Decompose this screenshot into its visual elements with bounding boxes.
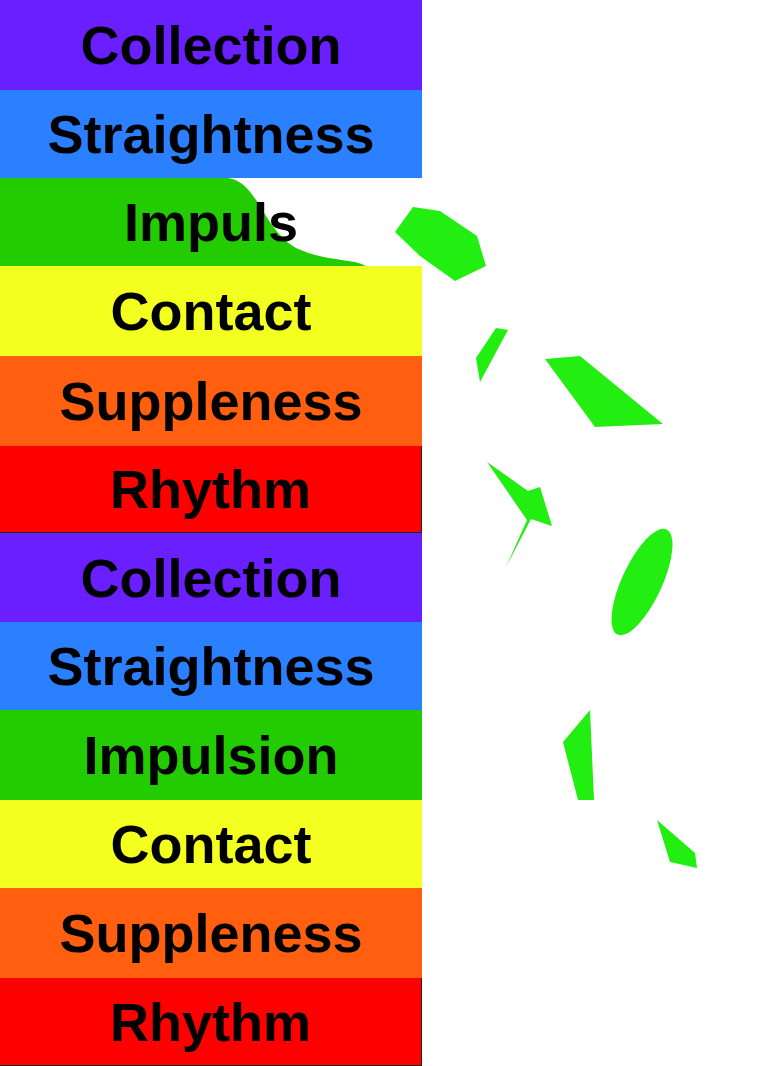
band-label: Suppleness: [59, 906, 362, 960]
band-label: Straightness: [47, 107, 374, 161]
band-label: Impuls: [124, 195, 298, 249]
band-label: Collection: [80, 551, 341, 605]
fragment: [476, 328, 508, 382]
band-label: Impulsion: [84, 728, 339, 782]
color-band: Straightness: [0, 90, 422, 178]
bite-gap: [228, 178, 423, 266]
color-band: Rhythm: [0, 446, 422, 533]
color-band: Suppleness: [0, 888, 422, 978]
band-label: Collection: [80, 18, 341, 72]
fragment: [545, 356, 663, 427]
band-label: Contact: [111, 284, 312, 338]
fragment: [395, 207, 486, 281]
band-label: Straightness: [47, 639, 374, 693]
fragment: [487, 462, 552, 567]
band-label: Suppleness: [59, 374, 362, 428]
fragment: [657, 820, 697, 868]
band-label: Rhythm: [110, 462, 311, 516]
color-band: Impulsion: [0, 710, 422, 800]
color-band: Collection: [0, 533, 422, 622]
color-band: Contact: [0, 800, 422, 888]
band-label: Rhythm: [110, 995, 311, 1049]
band-label: Contact: [111, 817, 312, 871]
color-band: Rhythm: [0, 978, 422, 1066]
fragment: [599, 521, 684, 643]
color-band: Collection: [0, 0, 422, 90]
color-band: Contact: [0, 266, 422, 356]
fragment: [563, 710, 594, 800]
color-band: Suppleness: [0, 356, 422, 446]
color-band: Straightness: [0, 622, 422, 710]
